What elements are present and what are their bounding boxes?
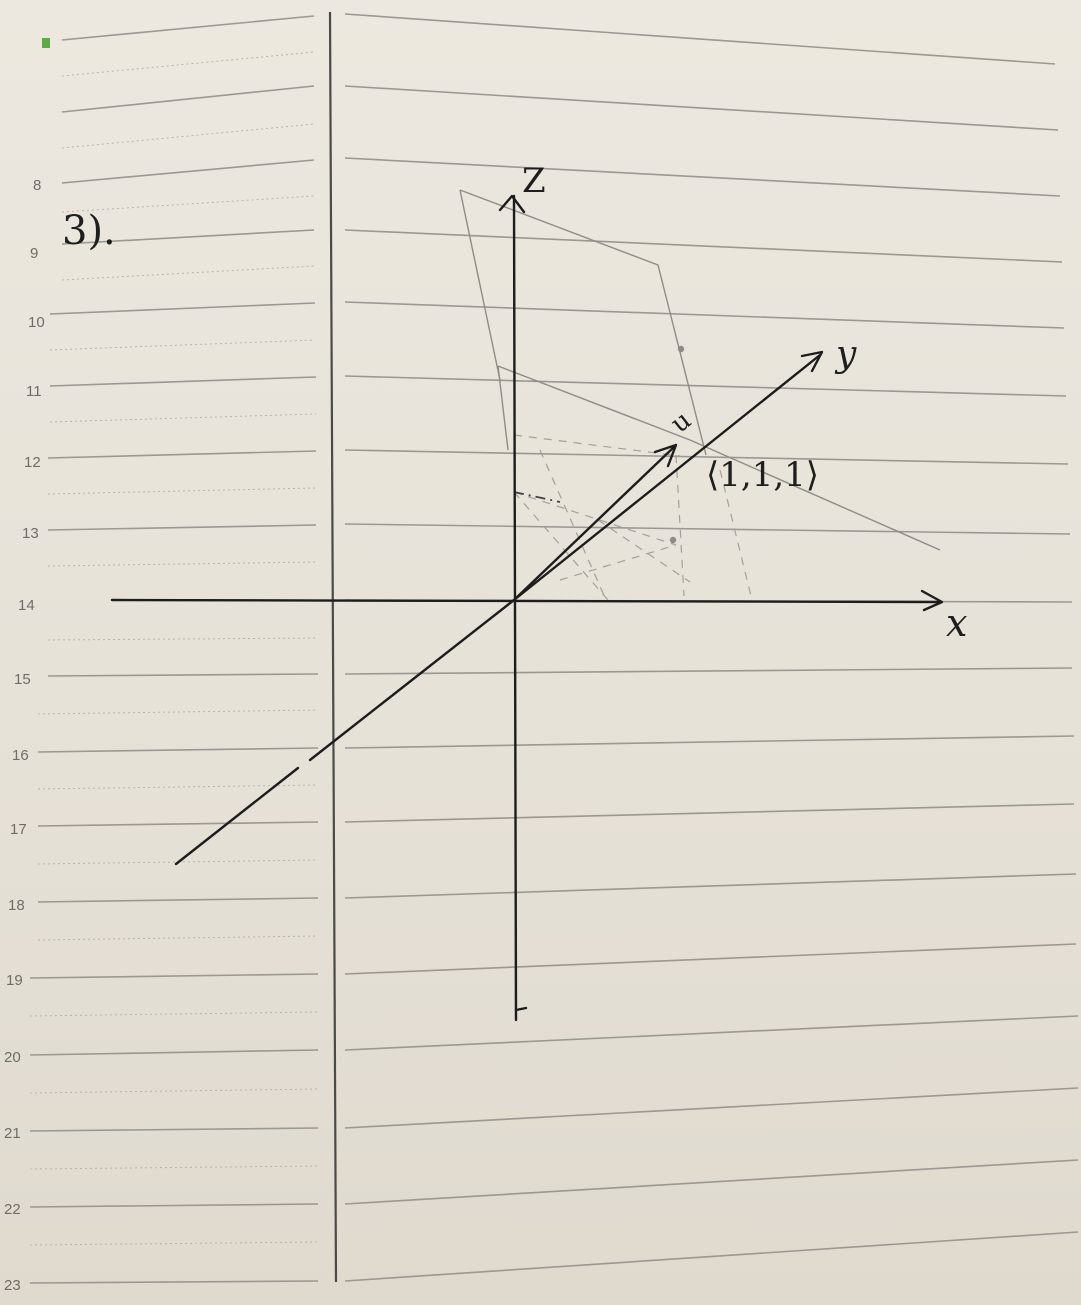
line-number: 12: [24, 454, 41, 471]
line-number: 9: [30, 245, 38, 262]
line-number: 8: [33, 177, 41, 194]
line-number: 13: [22, 525, 39, 542]
axis-x-label: x: [946, 601, 967, 645]
line-number: 17: [10, 821, 27, 838]
axis-z-label: Z: [522, 161, 546, 201]
y-axis-line: [512, 353, 822, 602]
line-number: 20: [4, 1049, 21, 1066]
dotted-lines-left: [29, 51, 319, 1246]
line-number: 16: [12, 747, 29, 764]
vector-u-label: u: [665, 405, 697, 439]
line-number: 18: [8, 897, 25, 914]
line-number: 22: [4, 1201, 21, 1218]
line-number: 15: [14, 671, 31, 688]
margin-line: [328, 11, 338, 1283]
axis-y-label: y: [834, 334, 857, 375]
y-axis-arrowhead: [800, 350, 824, 373]
axes: [110, 194, 944, 1022]
problem-label: 3).: [62, 208, 116, 254]
line-number: 11: [26, 383, 42, 400]
vector-u: [512, 443, 678, 602]
line-number: 10: [28, 314, 45, 331]
line-number: 21: [4, 1125, 21, 1142]
line-number: 23: [4, 1277, 21, 1294]
ruled-lines-left: [29, 15, 319, 1284]
line-number: 19: [6, 972, 23, 989]
line-numbers: 8 9 10 11 12 13 14 15 16 17 18 19 20 21 …: [4, 177, 45, 1294]
pencil-plane-sketch: [459, 189, 941, 551]
dash-dot-guide: [513, 491, 561, 503]
corner-mark: [42, 38, 50, 48]
line-number: 14: [18, 597, 35, 614]
x-axis-arrowhead: [920, 589, 944, 612]
x-axis-line: [110, 598, 942, 604]
z-axis-line: [512, 194, 518, 1022]
z-axis-arrowhead: [498, 194, 526, 214]
point-label: ⟨1,1,1⟩: [706, 455, 819, 495]
pencil-dashed-guides: [513, 434, 753, 601]
vector-u-arrowhead: [653, 443, 678, 468]
